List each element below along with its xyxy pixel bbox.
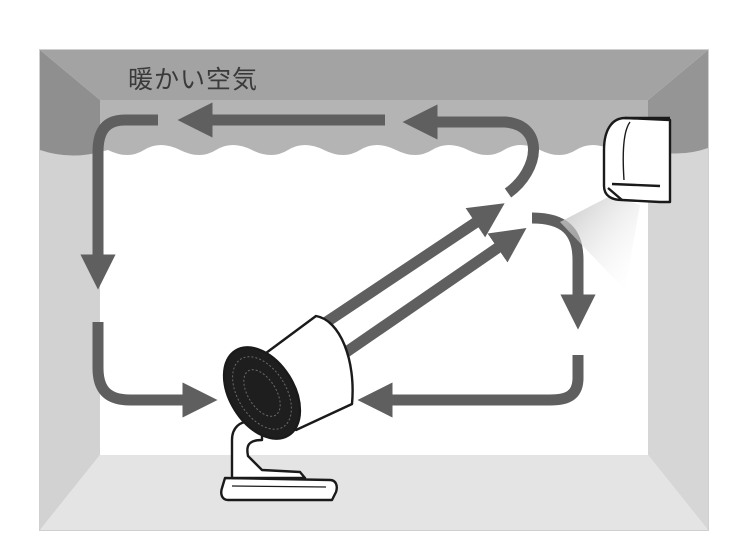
arrow-fan-jet-upper [318,203,505,330]
air-conditioner-icon [602,116,672,204]
ceiling [40,50,708,100]
room [39,49,709,531]
arrow-left-down [80,114,158,290]
ac-airflow-beam [560,195,640,290]
circulator-fan-icon [220,314,354,502]
warm-air-label: 暖かい空気 [128,65,259,94]
floor [40,455,708,530]
arrow-left-bottom-to-fan [92,322,218,418]
arrow-up-right-corner [402,104,539,198]
fan-stand [230,420,307,480]
fan-base [220,476,338,502]
left-wall [40,50,100,530]
arrow-fan-jet-lower [338,228,527,360]
fan-grille [222,346,302,440]
arrow-bottom-return [357,355,584,418]
warm-air-left-wall [40,50,100,156]
warm-air-layer [100,100,648,155]
